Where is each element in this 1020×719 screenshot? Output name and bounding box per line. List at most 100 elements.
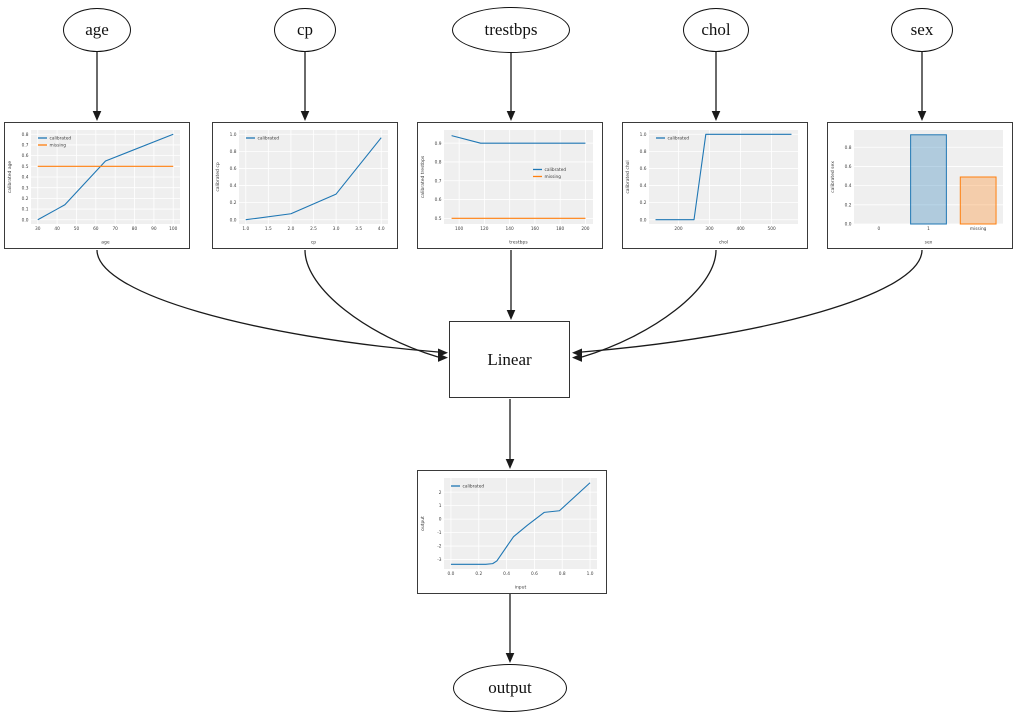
edge-cp-calibrator-cp [300,52,310,121]
node-output: output [453,664,567,712]
svg-text:calibrated: calibrated [545,167,567,173]
svg-text:0.6: 0.6 [845,164,852,170]
svg-text:0.0: 0.0 [22,217,29,223]
svg-text:2.0: 2.0 [288,226,295,232]
node-linear: Linear [449,321,570,398]
svg-text:calibrated: calibrated [668,136,690,142]
svg-text:sex: sex [925,241,933,246]
svg-text:chol: chol [719,240,728,246]
svg-text:1.0: 1.0 [640,132,647,138]
svg-text:age: age [101,241,110,246]
edge-output-calibrator-output [505,594,515,663]
svg-text:0.3: 0.3 [22,185,29,191]
svg-text:400: 400 [736,226,744,232]
svg-text:40: 40 [54,226,60,232]
svg-text:-3: -3 [437,557,442,563]
svg-text:missing: missing [970,226,987,232]
node-chol: chol [683,8,749,52]
svg-text:0.0: 0.0 [230,217,237,223]
svg-text:0.9: 0.9 [435,141,442,147]
arrowhead-icon [917,111,927,121]
svg-text:70: 70 [112,226,118,232]
svg-text:trestbps: trestbps [509,240,528,246]
svg-text:-2: -2 [437,544,442,550]
svg-text:200: 200 [674,226,682,232]
svg-text:120: 120 [480,226,488,232]
svg-text:0.8: 0.8 [640,149,647,155]
svg-text:0.2: 0.2 [22,196,29,202]
svg-text:calibrated: calibrated [50,136,72,142]
arrowhead-icon [300,111,310,121]
svg-text:output: output [420,516,426,531]
svg-text:3.0: 3.0 [333,226,340,232]
arrowhead-icon [505,459,515,469]
svg-text:3.5: 3.5 [355,226,362,232]
node-trestbps-label: trestbps [484,20,538,39]
svg-text:missing: missing [50,143,67,149]
svg-text:0.4: 0.4 [845,183,852,189]
svg-text:0.8: 0.8 [845,145,852,151]
edge-chol-calibrator-chol [711,52,721,121]
svg-text:0.4: 0.4 [230,183,237,189]
svg-text:140: 140 [506,226,514,232]
svg-text:0.6: 0.6 [22,153,29,159]
svg-text:1: 1 [439,503,442,509]
svg-text:0: 0 [877,226,880,232]
edge-trestbps-calibrator-trestbps [506,52,516,121]
svg-text:-1: -1 [437,530,442,536]
svg-text:180: 180 [556,226,564,232]
svg-text:calibrated cp: calibrated cp [215,162,221,191]
svg-text:0.8: 0.8 [230,149,237,155]
node-sex: sex [891,8,953,52]
edge-sex-calibrator-sex [917,52,927,121]
svg-text:0.0: 0.0 [448,571,455,577]
edge-calibrator-sex-linear [572,249,923,358]
arrowhead-icon [572,348,582,358]
node-output-label: output [488,678,532,697]
svg-text:0.1: 0.1 [22,207,29,213]
edge-age-calibrator-age [92,52,102,121]
svg-text:30: 30 [35,226,41,232]
svg-text:0: 0 [439,517,442,523]
node-sex-label: sex [910,20,934,39]
svg-text:0.5: 0.5 [435,216,442,222]
svg-text:calibrated age: calibrated age [7,161,13,194]
svg-text:4.0: 4.0 [378,226,385,232]
svg-text:500: 500 [768,226,776,232]
svg-text:calibrated: calibrated [258,136,280,142]
svg-text:160: 160 [531,226,539,232]
svg-text:calibrated: calibrated [463,484,485,490]
svg-text:0.5: 0.5 [22,164,29,170]
svg-text:0.2: 0.2 [845,202,852,208]
svg-text:90: 90 [151,226,157,232]
svg-text:1.0: 1.0 [242,226,249,232]
arrowhead-icon [438,353,448,362]
svg-text:0.6: 0.6 [435,197,442,203]
svg-text:0.2: 0.2 [230,200,237,206]
svg-text:0.6: 0.6 [230,166,237,172]
svg-text:0.4: 0.4 [640,183,647,189]
arrowhead-icon [92,111,102,121]
edge-calibrator-cp-linear [304,249,448,362]
svg-text:0.0: 0.0 [845,222,852,228]
svg-text:50: 50 [74,226,80,232]
svg-text:100: 100 [169,226,177,232]
svg-text:2: 2 [439,490,442,496]
svg-text:2.5: 2.5 [310,226,317,232]
edge-calibrator-trestbps-linear [506,250,516,320]
svg-text:0.6: 0.6 [640,166,647,172]
svg-text:0.4: 0.4 [503,571,510,577]
node-age: age [63,8,131,52]
svg-text:0.7: 0.7 [435,178,442,184]
svg-text:300: 300 [705,226,713,232]
arrowhead-icon [506,310,516,320]
